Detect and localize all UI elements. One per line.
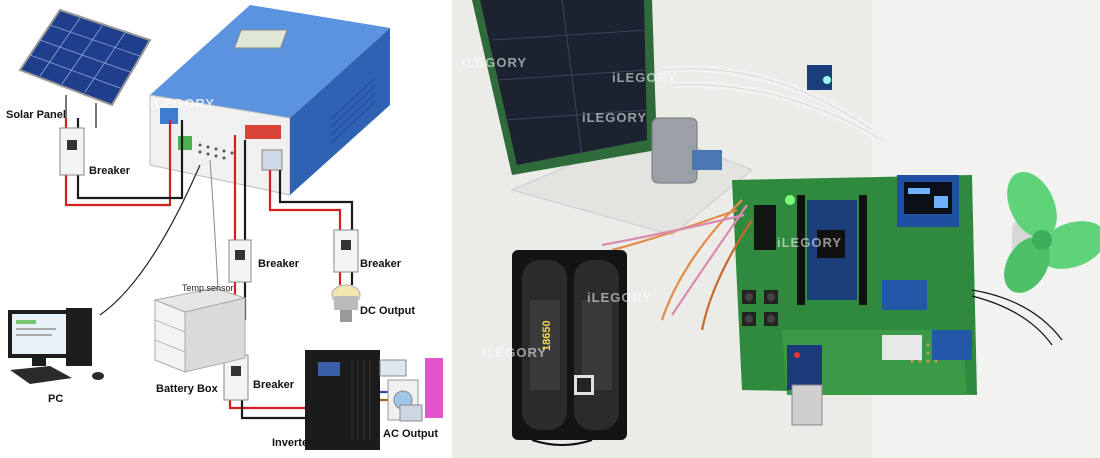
dc-lamp-icon	[331, 284, 361, 322]
wiring-diagram: iLEGORY Solar Panel Breaker Breaker Brea…	[0, 0, 452, 458]
dc-output-label: DC Output	[360, 305, 415, 317]
photo-watermark-3: iLEGORY	[582, 110, 648, 125]
battery-holder-icon	[512, 250, 627, 446]
solar-panel-label: Solar Panel	[6, 109, 66, 121]
photo-watermark-4: iLEGORY	[587, 290, 653, 305]
diagram-watermark: iLEGORY	[150, 96, 216, 111]
photo-watermark-1: iLEGORY	[462, 55, 528, 70]
breaker-3-label: Breaker	[253, 379, 294, 391]
ac-appliances-icon	[379, 358, 443, 422]
battery-label: 18650	[541, 320, 553, 351]
wiring-drawing	[8, 5, 443, 450]
solar-panel-icon	[18, 8, 152, 128]
breaker-2-label: Breaker	[258, 258, 299, 270]
inverter-label: Inverter	[272, 437, 313, 449]
battery-box-icon	[153, 287, 247, 373]
charge-controller-icon	[149, 5, 390, 196]
inverter-icon	[305, 350, 380, 450]
main-pcb-icon	[732, 175, 977, 426]
battery-box-label: Battery Box	[156, 383, 218, 395]
temp-sensor-label: Temp.sensor	[182, 283, 234, 293]
photo-watermark-5: iLEGORY	[777, 235, 843, 250]
breaker-4-label: Breaker	[360, 258, 401, 270]
breaker-2-icon	[228, 239, 252, 283]
breaker-1-icon	[59, 127, 85, 176]
photo-watermark-2: iLEGORY	[612, 70, 678, 85]
breaker-4-icon	[333, 229, 359, 273]
prototype-drawing	[452, 0, 1100, 458]
breaker-3-icon	[223, 354, 249, 401]
prototype-photo: iLEGORY iLEGORY iLEGORY iLEGORY iLEGORY …	[452, 0, 1100, 458]
ac-output-label: AC Output	[383, 428, 438, 440]
pc-icon	[8, 308, 104, 384]
breaker-1-label: Breaker	[89, 165, 130, 177]
photo-watermark-6: iLEGORY	[482, 345, 548, 360]
pc-label: PC	[48, 393, 64, 405]
fan-icon	[1004, 171, 1100, 293]
solar-panel-photo-icon	[472, 0, 657, 175]
stepper-motor-icon	[651, 117, 698, 184]
